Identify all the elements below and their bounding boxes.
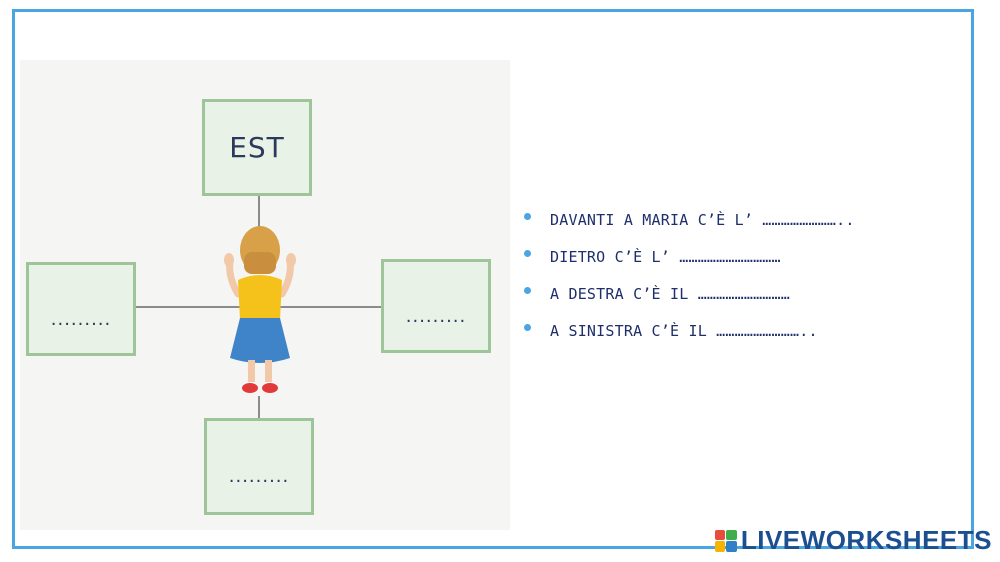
worksheet-frame — [12, 9, 974, 549]
sentence-item[interactable]: A DESTRA C’È IL ………………………… — [522, 279, 855, 316]
sentence-list: DAVANTI A MARIA C’È L’ …………………….. DIETRO… — [522, 205, 855, 353]
liveworksheets-logo-icon — [714, 529, 737, 552]
direction-box-right[interactable]: ......... — [381, 259, 491, 353]
girl-illustration — [224, 226, 296, 393]
vertical-axis-line-top — [258, 192, 260, 232]
brand-name: LIVEWORKSHEETS — [740, 525, 992, 555]
direction-box-bottom[interactable]: ......... — [204, 418, 314, 515]
direction-box-left[interactable]: ......... — [26, 262, 136, 356]
sentence-item[interactable]: A SINISTRA C’È IL ……………………….. — [522, 316, 855, 353]
sentence-item[interactable]: DAVANTI A MARIA C’È L’ …………………….. — [522, 205, 855, 242]
direction-blank-bottom[interactable]: ......... — [228, 466, 290, 487]
vertical-axis-line-bottom — [258, 396, 260, 420]
liveworksheets-logo: LIVEWORKSHEETS — [714, 525, 992, 556]
sentence-item[interactable]: DIETRO C’È L’ …………………………… — [522, 242, 855, 279]
direction-blank-right[interactable]: ......... — [405, 305, 467, 327]
direction-blank-left[interactable]: ......... — [50, 308, 112, 330]
direction-label-top: EST — [229, 131, 285, 164]
direction-box-top: EST — [202, 99, 312, 196]
